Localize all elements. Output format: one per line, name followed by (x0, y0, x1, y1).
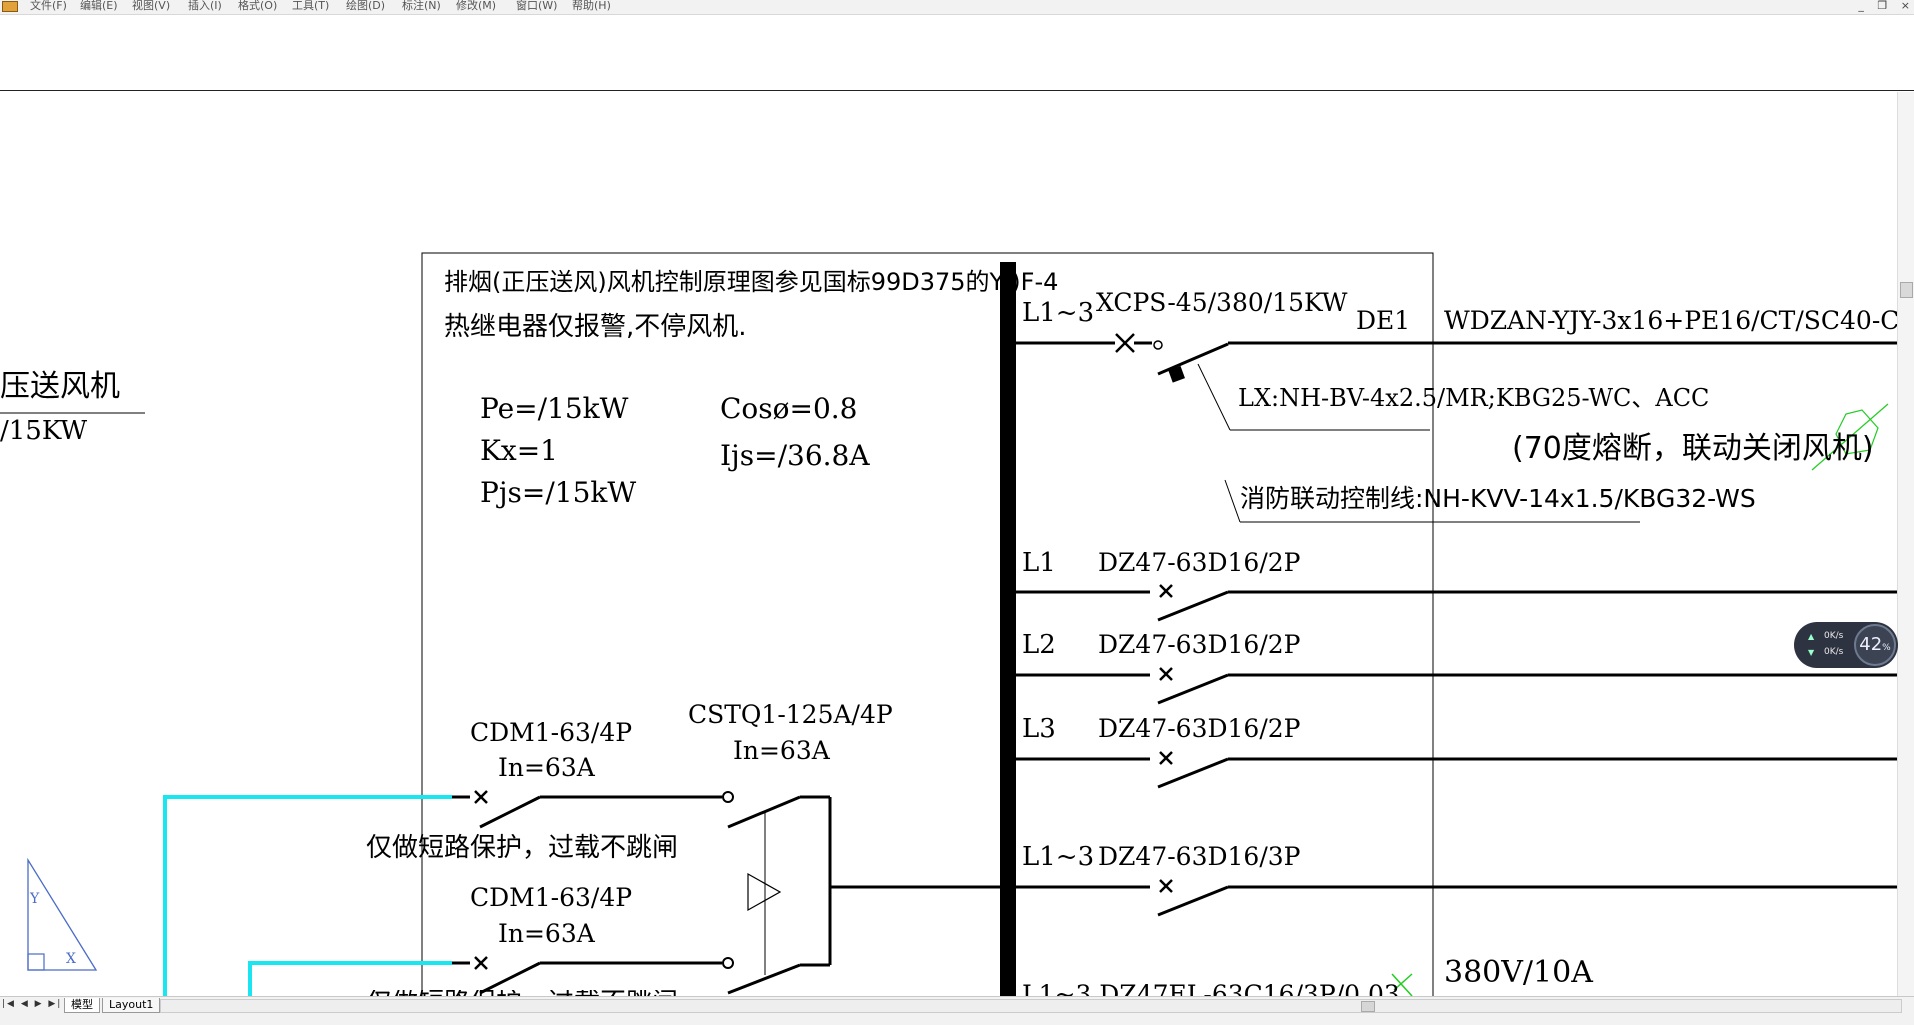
bus-bar (1000, 262, 1016, 996)
fire-link-label: 消防联动控制线:NH-KVV-14x1.5/KBG32-WS (1240, 484, 1756, 513)
param-cos: Cosø=0.8 (720, 392, 858, 425)
phase-l1: L1 (1022, 548, 1056, 578)
network-speed-widget[interactable]: ▲ 0K/s ▼ 0K/s 42% (1794, 622, 1898, 668)
breaker-l3: DZ47-63D16/2P (1098, 714, 1301, 743)
cstq-rating: In=63A (733, 736, 830, 765)
feeder1-switch (1157, 342, 1229, 376)
menu-window[interactable]: 窗口(W) (516, 0, 558, 12)
cable-label: WDZAN-YJY-3x16+PE16/CT/SC40-CC (1444, 306, 1914, 335)
layout-tabs-bar: |◀ ◀ ▶ ▶| 模型 Layout1 (0, 996, 1914, 1025)
param-ijs: Ijs=/36.8A (720, 439, 870, 472)
frame-box (421, 252, 1434, 996)
phase-l13-b: L1~3 (1022, 842, 1095, 872)
menu-draw[interactable]: 绘图(D) (346, 0, 386, 12)
vertical-scroll-thumb[interactable] (1900, 282, 1913, 298)
cdm1-a-label: CDM1-63/4P (470, 718, 633, 747)
xcps-label: XCPS-45/380/15KW (1096, 288, 1348, 317)
phase-l2: L2 (1022, 630, 1056, 660)
phase-l3: L3 (1022, 714, 1056, 744)
ucs-icon (27, 857, 98, 971)
upload-arrow-icon: ▲ (1808, 632, 1815, 641)
app-icon[interactable] (2, 1, 18, 12)
cdm1-b-label: CDM1-63/4P (470, 883, 633, 912)
cyan-wire-1 (163, 795, 452, 996)
cstq-label: CSTQ1-125A/4P (688, 700, 893, 729)
window-controls: _ ❐ × (1848, 0, 1910, 12)
menu-view[interactable]: 视图(V) (132, 0, 171, 12)
minimize-button[interactable]: _ (1858, 0, 1864, 12)
menu-insert[interactable]: 插入(I) (188, 0, 222, 12)
menu-dimension[interactable]: 标注(N) (402, 0, 441, 12)
menu-file[interactable]: 文件(F) (30, 0, 67, 12)
ucs-y: Y (30, 891, 40, 907)
title-line-1: 排烟(正压送风)风机控制原理图参见国标99D375的YJ)F-4 (444, 268, 1059, 296)
breaker-rcd: L1~3 DZ47EL-63C16/3P/0.03 (1022, 982, 1400, 996)
menu-edit[interactable]: 编辑(E) (80, 0, 118, 12)
close-button[interactable]: × (1900, 0, 1910, 12)
cdm1-a-rating: In=63A (498, 753, 595, 782)
menu-bar: 文件(F) 编辑(E) 视图(V) 插入(I) 格式(O) 工具(T) 绘图(D… (0, 0, 1914, 15)
upload-rate: 0K/s (1824, 631, 1844, 641)
fuse-note: (70度熔断，联动关闭风机) (1512, 431, 1874, 466)
menu-tools[interactable]: 工具(T) (292, 0, 330, 12)
download-arrow-icon: ▼ (1808, 648, 1815, 657)
breaker-l1: DZ47-63D16/2P (1098, 548, 1301, 577)
menu-help[interactable]: 帮助(H) (572, 0, 611, 12)
horizontal-scrollbar[interactable] (160, 999, 1902, 1013)
memory-percent: 42% (1854, 624, 1896, 666)
feeder1-x2 (1115, 333, 1135, 353)
cdm1-b-rating: In=63A (498, 919, 595, 948)
menu-format[interactable]: 格式(O) (238, 0, 278, 12)
phase-l13-a: L1~3 (1022, 298, 1095, 328)
green-mark-1 (1835, 409, 1879, 455)
restore-button[interactable]: ❐ (1877, 0, 1888, 12)
menu-modify[interactable]: 修改(M) (456, 0, 497, 12)
de1-label: DE1 (1356, 306, 1411, 335)
cyan-wire-2 (248, 961, 452, 996)
tab-layout1[interactable]: Layout1 (102, 998, 161, 1013)
voltage-label: 380V/10A (1444, 955, 1593, 990)
param-kx: Kx=1 (480, 434, 558, 467)
drawing-canvas[interactable]: 压送风机 /15KW 排烟(正压送风)风机控制原理图参见国标99D375的YJ)… (0, 92, 1914, 996)
lx-label: LX:NH-BV-4x2.5/MR;KBG25-WC、ACC (1238, 384, 1710, 412)
feeder1-relay (1168, 365, 1185, 383)
tab-model[interactable]: 模型 (64, 998, 100, 1013)
left-label-2: /15KW (0, 416, 88, 446)
param-pjs: Pjs=/15kW (480, 476, 637, 509)
param-pe: Pe=/15kW (480, 392, 629, 425)
horizontal-scroll-thumb[interactable] (1361, 1001, 1375, 1012)
drawing-lines (0, 252, 1898, 996)
short-circuit-note: 仅做短路保护，过载不跳闸 (366, 833, 679, 863)
left-label-1: 压送风机 (0, 369, 120, 404)
title-line-2: 热继电器仅报警,不停风机. (444, 312, 747, 342)
ucs-x: X (66, 951, 76, 967)
vertical-scrollbar[interactable] (1897, 92, 1914, 996)
command-area[interactable] (0, 16, 1914, 91)
tab-nav-arrows[interactable]: |◀ ◀ ▶ ▶| (2, 999, 63, 1009)
download-rate: 0K/s (1824, 647, 1844, 657)
breaker-3p: DZ47-63D16/3P (1098, 842, 1301, 871)
green-mark-2 (1391, 973, 1413, 996)
short-circuit-note-2: 仅做短路保护，过载不跳闸 (366, 990, 678, 996)
breaker-l2: DZ47-63D16/2P (1098, 630, 1301, 659)
